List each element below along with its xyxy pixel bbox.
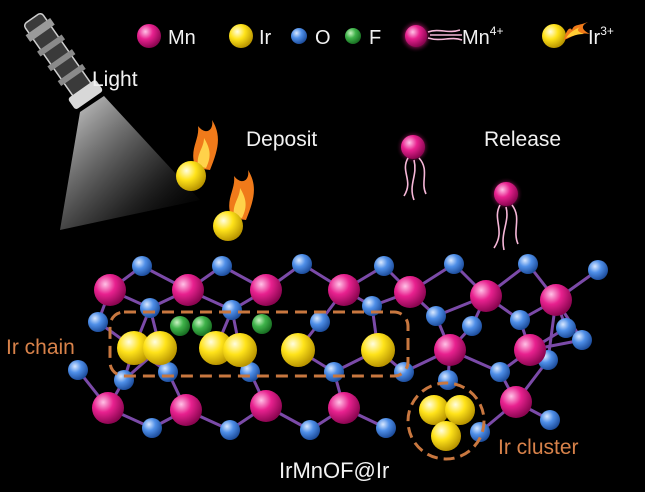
- legend-mn-label: Mn: [168, 27, 196, 49]
- iridium-chain-atom: [143, 331, 177, 365]
- incoming-ir-ion-1: [176, 120, 218, 191]
- iridium-chain-atom: [361, 333, 395, 367]
- oxygen-atom: [68, 360, 88, 380]
- crystal-lattice: [68, 254, 608, 451]
- fluorine-atom: [252, 314, 272, 334]
- oxygen-atom: [518, 254, 538, 274]
- manganese-atom: [328, 274, 360, 306]
- wisp-icon: [427, 29, 463, 41]
- oxygen-atom: [426, 306, 446, 326]
- oxygen-atom: [510, 310, 530, 330]
- oxygen-atom: [212, 256, 232, 276]
- oxygen-atom: [444, 254, 464, 274]
- manganese-atom: [250, 274, 282, 306]
- legend-mn4-atom: [405, 25, 427, 47]
- manganese-atom: [540, 284, 572, 316]
- light-label: Light: [92, 68, 138, 91]
- caption-label: IrMnOF@Ir: [279, 458, 389, 483]
- manganese-atom: [470, 280, 502, 312]
- ir-cluster-label: Ir cluster: [498, 436, 579, 459]
- oxygen-atom: [220, 420, 240, 440]
- release-label: Release: [484, 128, 561, 151]
- legend-ir-atom: [229, 24, 253, 48]
- legend: Mn Ir O F Mn4+ Ir3+: [137, 19, 614, 53]
- manganese-atom: [434, 334, 466, 366]
- oxygen-atom: [324, 362, 344, 382]
- fluorine-atom: [170, 316, 190, 336]
- manganese-atom: [514, 334, 546, 366]
- ir-chain-box: [108, 310, 410, 378]
- legend-o-label: O: [315, 27, 331, 49]
- manganese-atom: [328, 392, 360, 424]
- manganese-atom: [394, 276, 426, 308]
- oxygen-atom: [222, 300, 242, 320]
- oxygen-atom: [88, 312, 108, 332]
- deposit-label: Deposit: [246, 128, 317, 151]
- manganese-atom: [170, 394, 202, 426]
- oxygen-atom: [376, 418, 396, 438]
- iridium-chain-atom: [223, 333, 257, 367]
- legend-f-label: F: [369, 27, 381, 49]
- legend-ir-label: Ir: [259, 27, 272, 49]
- oxygen-atom: [438, 370, 458, 390]
- released-mn-ion-2: [489, 177, 523, 251]
- fluorine-atom: [192, 316, 212, 336]
- oxygen-atom: [158, 362, 178, 382]
- legend-ir3-atom: [542, 24, 566, 48]
- oxygen-atom: [394, 362, 414, 382]
- iridium-chain-atom: [117, 331, 151, 365]
- oxygen-atom: [132, 256, 152, 276]
- manganese-atom: [250, 390, 282, 422]
- oxygen-atom: [462, 316, 482, 336]
- ir-cluster-circle: [406, 381, 486, 461]
- manganese-atom: [500, 386, 532, 418]
- light-beam: [60, 96, 200, 230]
- legend-mn4-label: Mn4+: [462, 24, 503, 49]
- iridium-cluster-atom: [419, 395, 449, 425]
- oxygen-atom: [300, 420, 320, 440]
- ir-chain-label: Ir chain: [6, 336, 75, 359]
- legend-mn-atom: [137, 24, 161, 48]
- legend-f-atom: [345, 28, 361, 44]
- oxygen-atom: [540, 410, 560, 430]
- oxygen-atom: [588, 260, 608, 280]
- iridium-cluster-atom: [445, 395, 475, 425]
- oxygen-atom: [142, 418, 162, 438]
- wisp-icon: [493, 204, 519, 251]
- oxygen-atom: [556, 318, 576, 338]
- iridium-cluster-atom: [431, 421, 461, 451]
- legend-ir3-label: Ir3+: [588, 24, 614, 49]
- manganese-atom: [94, 274, 126, 306]
- oxygen-atom: [140, 298, 160, 318]
- released-mn-ion-1: [396, 130, 430, 201]
- flame-inner-icon: [566, 27, 584, 38]
- oxygen-atom: [374, 256, 394, 276]
- spotlight-lamp-icon: [23, 12, 200, 230]
- oxygen-atom: [292, 254, 312, 274]
- legend-o-atom: [291, 28, 307, 44]
- manganese-atom: [92, 392, 124, 424]
- manganese-atom: [172, 274, 204, 306]
- wisp-icon: [403, 157, 427, 201]
- iridium-chain-atom: [281, 333, 315, 367]
- oxygen-atom: [310, 312, 330, 332]
- oxygen-atom: [490, 362, 510, 382]
- incoming-ir-ion-2: [213, 170, 254, 241]
- oxygen-atom: [572, 330, 592, 350]
